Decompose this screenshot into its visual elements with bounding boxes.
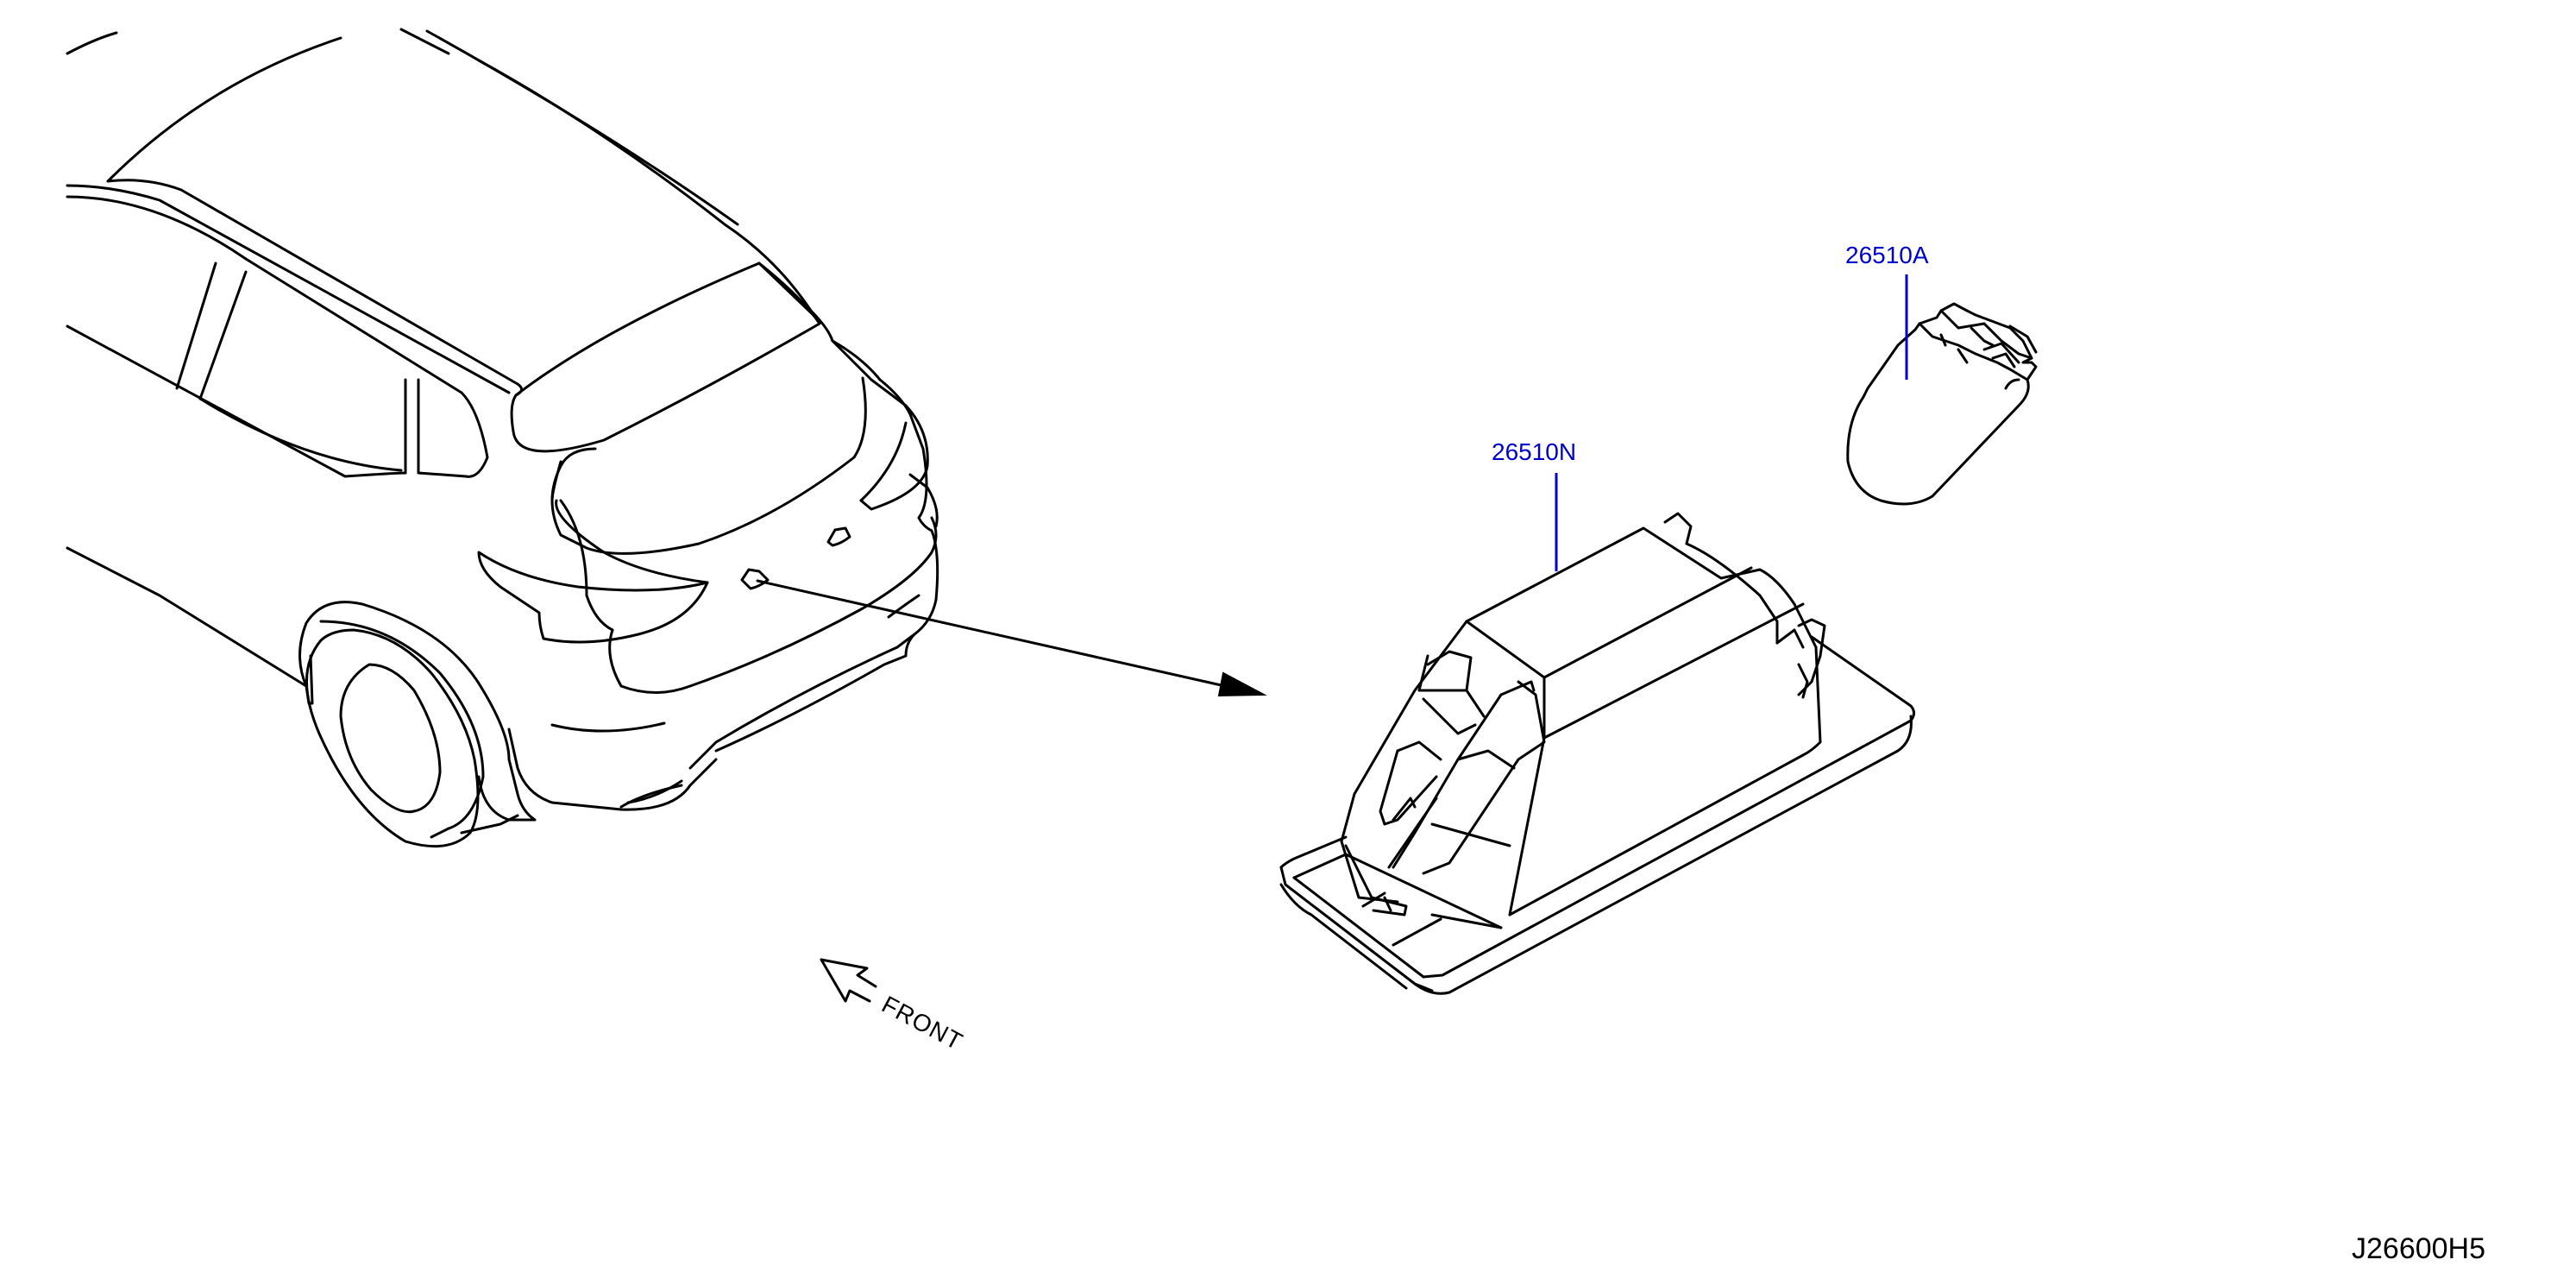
callouts: 26510A 26510N <box>1492 242 1929 571</box>
bulb-icon <box>1846 302 2038 506</box>
callout-26510N: 26510N <box>1492 438 1576 465</box>
location-arrow <box>756 579 1267 697</box>
callout-26510A: 26510A <box>1845 242 1929 268</box>
front-label: FRONT <box>877 991 967 1055</box>
front-direction-indicator: FRONT <box>820 958 967 1055</box>
vehicle-rear-icon <box>66 28 939 848</box>
license-lamp-assembly-icon <box>1279 512 1915 995</box>
diagram-id: J26600H5 <box>2352 1232 2485 1265</box>
